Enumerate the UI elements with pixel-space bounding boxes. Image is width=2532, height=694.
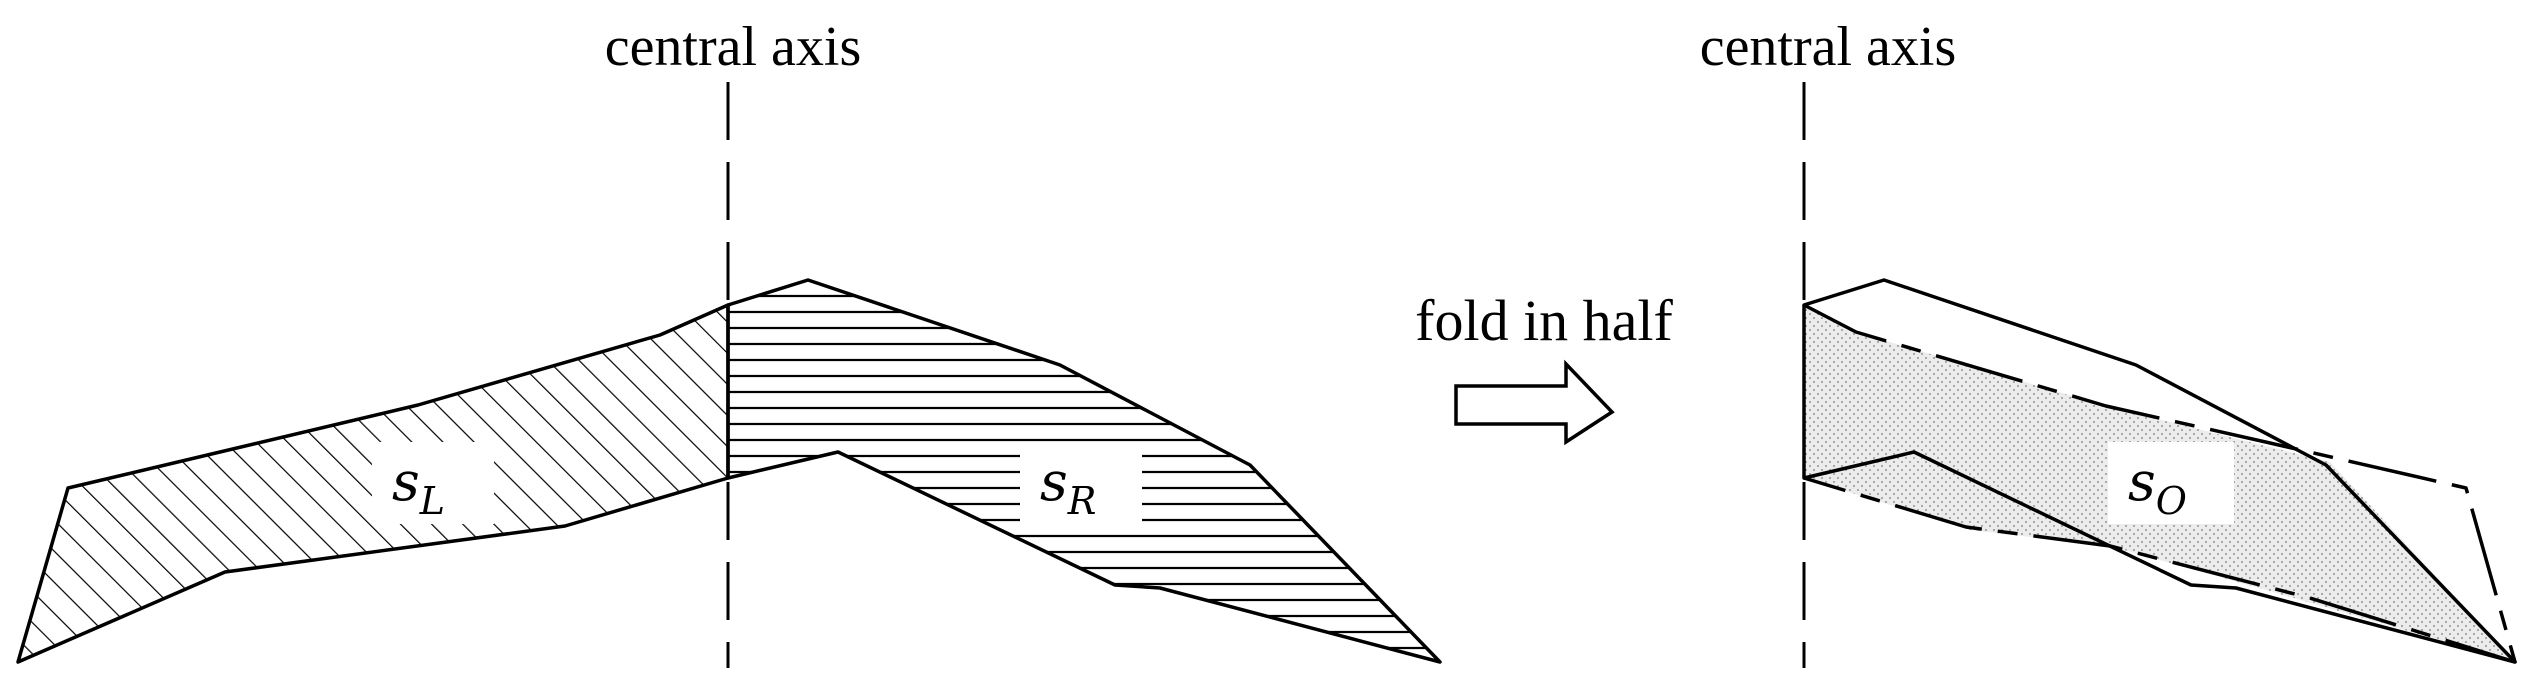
region-sr-label: sR [1040, 450, 1096, 523]
sr-outline [1802, 278, 2517, 664]
region-sl-subscript: L [419, 479, 445, 523]
left-axis-label: central axis [605, 16, 862, 78]
region-so-subscript: O [2156, 479, 2187, 523]
fold-label: fold in half [1415, 288, 1673, 353]
region-so-label-bg [2108, 442, 2234, 524]
region-so-label: sO [2128, 450, 2187, 523]
region-sr-subscript: R [1067, 479, 1097, 523]
left-panel: central axis sL sR [16, 16, 1442, 668]
folded-sl-outline [1803, 303, 2517, 664]
region-sl-label-bg [372, 442, 494, 524]
region-sr-label-bg [1020, 442, 1142, 524]
right-arrow-icon [1454, 359, 1615, 446]
right-panel: central axis sO [1700, 16, 2517, 668]
transition: fold in half [1415, 288, 1674, 446]
region-sl-label: sL [392, 450, 445, 523]
right-axis-label: central axis [1700, 16, 1957, 78]
